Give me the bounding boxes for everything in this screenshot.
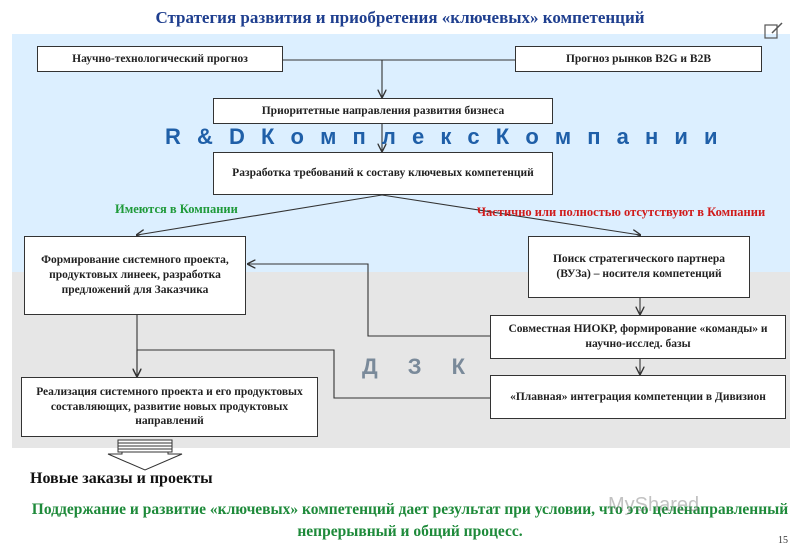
integration-box: «Плавная» интеграция компетенции в Дивиз… (490, 375, 786, 419)
pencil-icon (764, 22, 783, 39)
requirements-box: Разработка требований к составу ключевых… (213, 152, 553, 195)
partner-search-box: Поиск стратегического партнера (ВУЗа) – … (528, 236, 750, 298)
missing-label: Частично или полностью отсутствуют в Ком… (476, 205, 766, 219)
available-label: Имеются в Компании (115, 202, 238, 216)
page-number: 15 (778, 535, 788, 546)
dzk-zone-label: Д З К (362, 354, 478, 379)
result-text: Новые заказы и проекты (30, 470, 213, 487)
watermark-logo: MyShared (608, 494, 700, 516)
slide-title: Стратегия развития и приобретения «ключе… (155, 8, 645, 27)
implementation-box: Реализация системного проекта и его прод… (21, 377, 318, 437)
down-arrow-result (107, 439, 183, 471)
sci-forecast-box: Научно-технологический прогноз (37, 46, 283, 72)
market-forecast-box: Прогноз рынков B2G и B2B (515, 46, 762, 72)
joint-rnd-box: Совместная НИОКР, формирование «команды»… (490, 315, 786, 359)
rd-zone-label: R & D К о м п л е к с К о м п а н и и (165, 124, 723, 149)
conclusion-text: Поддержание и развитие «ключевых» компет… (31, 501, 789, 541)
priority-directions-box: Приоритетные направления развития бизнес… (213, 98, 553, 124)
system-project-box: Формирование системного проекта, продукт… (24, 236, 246, 315)
